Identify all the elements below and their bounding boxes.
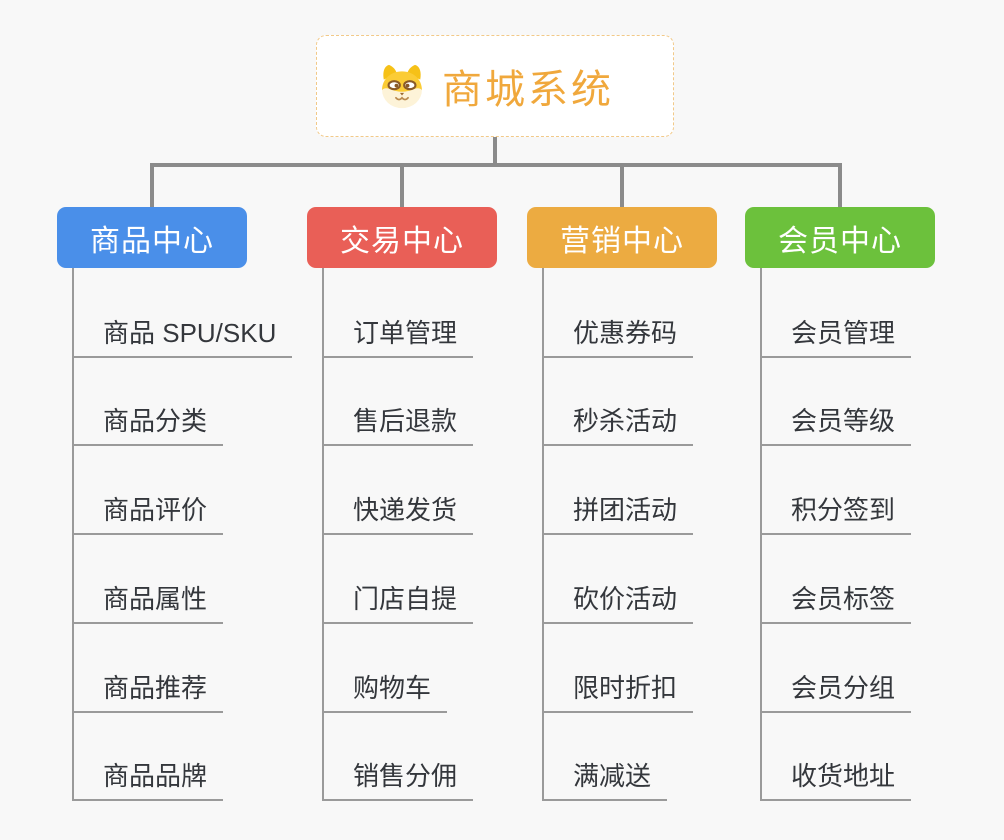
branch-drop-connector [838, 163, 842, 208]
child-node[interactable]: 会员分组 [760, 671, 912, 713]
branch-node-member-center[interactable]: 会员中心 [745, 207, 935, 268]
child-node[interactable]: 销售分佣 [322, 759, 474, 801]
child-node[interactable]: 会员等级 [760, 404, 912, 446]
child-node[interactable]: 商品推荐 [72, 671, 224, 713]
branch-drop-connector [620, 163, 624, 208]
root-node[interactable]: 商城系统 [316, 35, 674, 137]
branch-bus-connector [150, 163, 842, 167]
child-node[interactable]: 限时折扣 [542, 671, 694, 713]
child-node[interactable]: 会员管理 [760, 316, 912, 358]
child-node[interactable]: 商品属性 [72, 582, 224, 624]
child-node[interactable]: 秒杀活动 [542, 404, 694, 446]
child-node[interactable]: 商品 SPU/SKU [72, 316, 293, 358]
branch-drop-connector [150, 163, 154, 208]
branch-node-trade-center[interactable]: 交易中心 [307, 207, 497, 268]
branch-node-marketing-center[interactable]: 营销中心 [527, 207, 717, 268]
child-node[interactable]: 砍价活动 [542, 582, 694, 624]
child-node[interactable]: 快递发货 [322, 493, 474, 535]
branch-drop-connector [400, 163, 404, 208]
root-stem-connector [493, 136, 497, 167]
child-node[interactable]: 售后退款 [322, 404, 474, 446]
child-node[interactable]: 订单管理 [322, 316, 474, 358]
child-node[interactable]: 收货地址 [760, 759, 912, 801]
root-label: 商城系统 [442, 68, 614, 112]
child-node[interactable]: 门店自提 [322, 582, 474, 624]
child-node[interactable]: 优惠券码 [542, 316, 694, 358]
child-node[interactable]: 满减送 [542, 759, 668, 801]
branch-node-product-center[interactable]: 商品中心 [57, 207, 247, 268]
child-node[interactable]: 会员标签 [760, 582, 912, 624]
child-node[interactable]: 商品分类 [72, 404, 224, 446]
child-node[interactable]: 商品评价 [72, 493, 224, 535]
child-node[interactable]: 积分签到 [760, 493, 912, 535]
child-node[interactable]: 拼团活动 [542, 493, 694, 535]
shiba-dog-icon [376, 63, 428, 110]
child-node[interactable]: 商品品牌 [72, 759, 224, 801]
child-node[interactable]: 购物车 [322, 671, 448, 713]
